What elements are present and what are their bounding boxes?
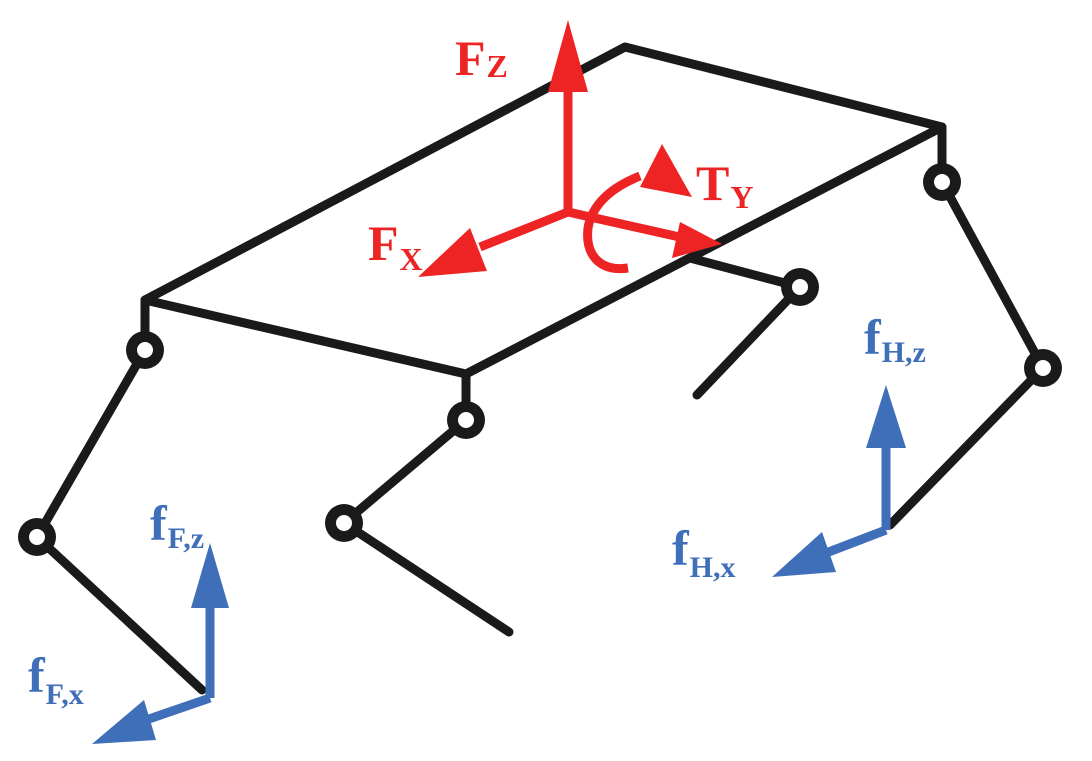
label-fhx: fH,x	[672, 520, 736, 584]
leg-front-right-links	[339, 369, 514, 637]
force-ffx-arrowhead	[92, 700, 156, 744]
leg-hind-left	[685, 253, 819, 400]
leg-front-right	[325, 369, 514, 637]
leg-front-left-links	[32, 295, 207, 695]
label-fhz: fH,z	[864, 309, 926, 369]
torque-axis-shaft	[567, 207, 685, 243]
force-fhx-arrowhead	[772, 532, 836, 577]
leg-hind-right-links	[885, 122, 1048, 530]
torque-ty-arc	[583, 171, 642, 274]
torque-ty-arrowhead	[640, 144, 692, 197]
label-ffx: fF,x	[28, 647, 84, 711]
label-ty: TY	[696, 155, 753, 215]
leg-front-left	[18, 295, 207, 695]
label-fz: FZ	[455, 30, 508, 86]
label-fx: FX	[368, 215, 423, 277]
force-fhz-arrowhead	[866, 385, 906, 448]
leg-hind-right	[885, 122, 1062, 530]
body-plate-outline	[140, 42, 947, 379]
force-fhx-shaft	[824, 525, 888, 558]
front-foot-forces	[92, 543, 229, 744]
body-forces	[418, 20, 722, 277]
hind-foot-forces	[772, 385, 906, 577]
force-fx-shaft	[478, 207, 570, 252]
force-ffx-shaft	[144, 693, 212, 725]
body-plate	[140, 42, 947, 379]
force-fz-arrowhead	[548, 20, 588, 92]
force-fx-arrowhead	[418, 228, 487, 277]
force-ffz-arrowhead	[191, 543, 229, 608]
label-ffz: fF,z	[150, 495, 204, 555]
torque-axis-arrowhead	[672, 222, 722, 258]
